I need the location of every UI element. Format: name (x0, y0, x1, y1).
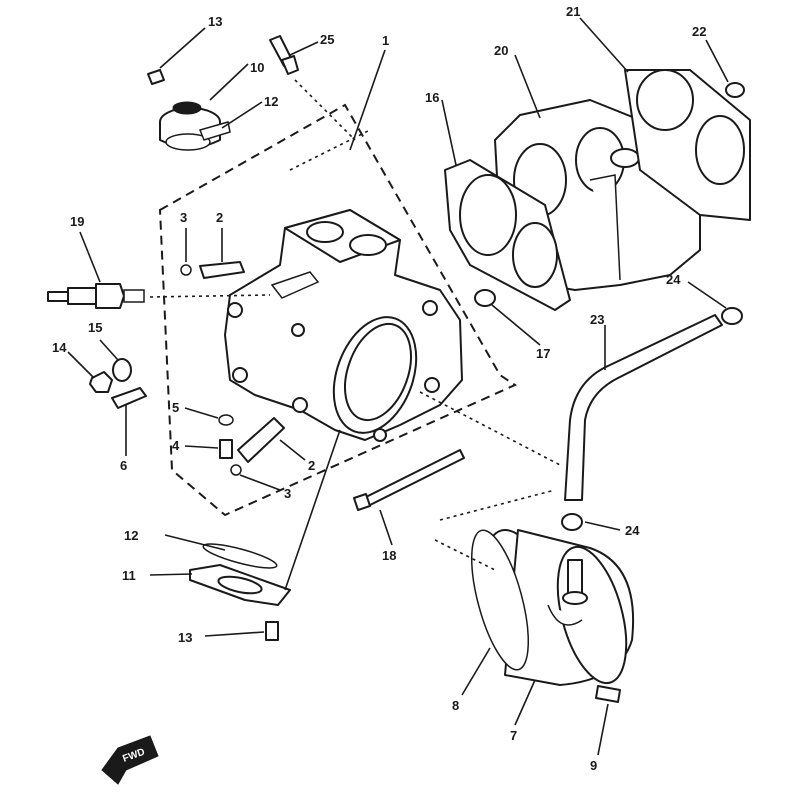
callout-9: 9 (590, 758, 597, 773)
callout-20: 20 (494, 43, 508, 58)
callout-15: 15 (88, 320, 102, 335)
assembly-line (439, 489, 556, 521)
callout-1: 1 (382, 33, 389, 48)
callout-10: 10 (250, 60, 264, 75)
callout-23: 23 (590, 312, 604, 327)
intake-cover-top (159, 101, 231, 151)
washer (112, 358, 132, 382)
hose (564, 314, 723, 501)
hose-clamp-upper (721, 307, 743, 325)
nut (89, 371, 113, 393)
callout-21: 21 (566, 4, 580, 19)
spark-plug (47, 283, 145, 309)
callout-labels: 1 2 2 3 3 4 5 6 7 8 9 10 11 12 12 13 13 … (52, 4, 706, 773)
callout-4: 4 (172, 438, 180, 453)
callout-6: 6 (120, 458, 127, 473)
callout-24: 24 (625, 523, 640, 538)
long-bolt-head (353, 493, 371, 511)
callout-2: 2 (308, 458, 315, 473)
o-ring-lower (230, 464, 242, 476)
washer-small (218, 414, 234, 426)
callout-22: 22 (692, 24, 706, 39)
callout-25: 25 (320, 32, 334, 47)
fitting-top (269, 35, 299, 75)
callout-3: 3 (284, 486, 291, 501)
callout-19: 19 (70, 214, 84, 229)
assembly-boundary-dashed (158, 103, 518, 517)
assembly-line (289, 129, 371, 171)
assembly-line (419, 391, 561, 466)
sleeve (474, 289, 496, 307)
dowel-pin-lower (237, 417, 285, 463)
callout-8: 8 (452, 698, 459, 713)
callout-2: 2 (216, 210, 223, 225)
cover-bolt (595, 685, 621, 703)
stud (111, 387, 147, 409)
dowel-pin-upper (199, 261, 245, 279)
hose-clamp-lower (561, 513, 583, 531)
callout-17: 17 (536, 346, 550, 361)
gasket-rear (624, 69, 751, 221)
callout-3: 3 (180, 210, 187, 225)
intake-cover-lower (189, 564, 291, 606)
callout-12: 12 (124, 528, 138, 543)
callout-24: 24 (666, 272, 681, 287)
callout-11: 11 (122, 568, 136, 583)
plug (725, 82, 745, 98)
callout-5: 5 (172, 400, 179, 415)
assembly-line (149, 294, 271, 298)
callout-13: 13 (208, 14, 222, 29)
callout-14: 14 (52, 340, 67, 355)
fwd-arrow-badge: FWD (101, 735, 159, 785)
gasket-front (444, 159, 571, 311)
callout-12: 12 (264, 94, 278, 109)
gasket-lower (202, 543, 278, 569)
callout-18: 18 (382, 548, 396, 563)
callout-16: 16 (425, 90, 439, 105)
callout-13: 13 (178, 630, 192, 645)
o-ring-upper (180, 264, 192, 276)
assembly-line (294, 79, 356, 141)
leader-lines (67, 17, 729, 756)
callout-7: 7 (510, 728, 517, 743)
bolt-lower (265, 621, 279, 641)
long-bolt (359, 449, 465, 509)
bolt-top (147, 69, 165, 85)
bolt-small (219, 439, 233, 459)
crankcase-body (224, 209, 463, 442)
